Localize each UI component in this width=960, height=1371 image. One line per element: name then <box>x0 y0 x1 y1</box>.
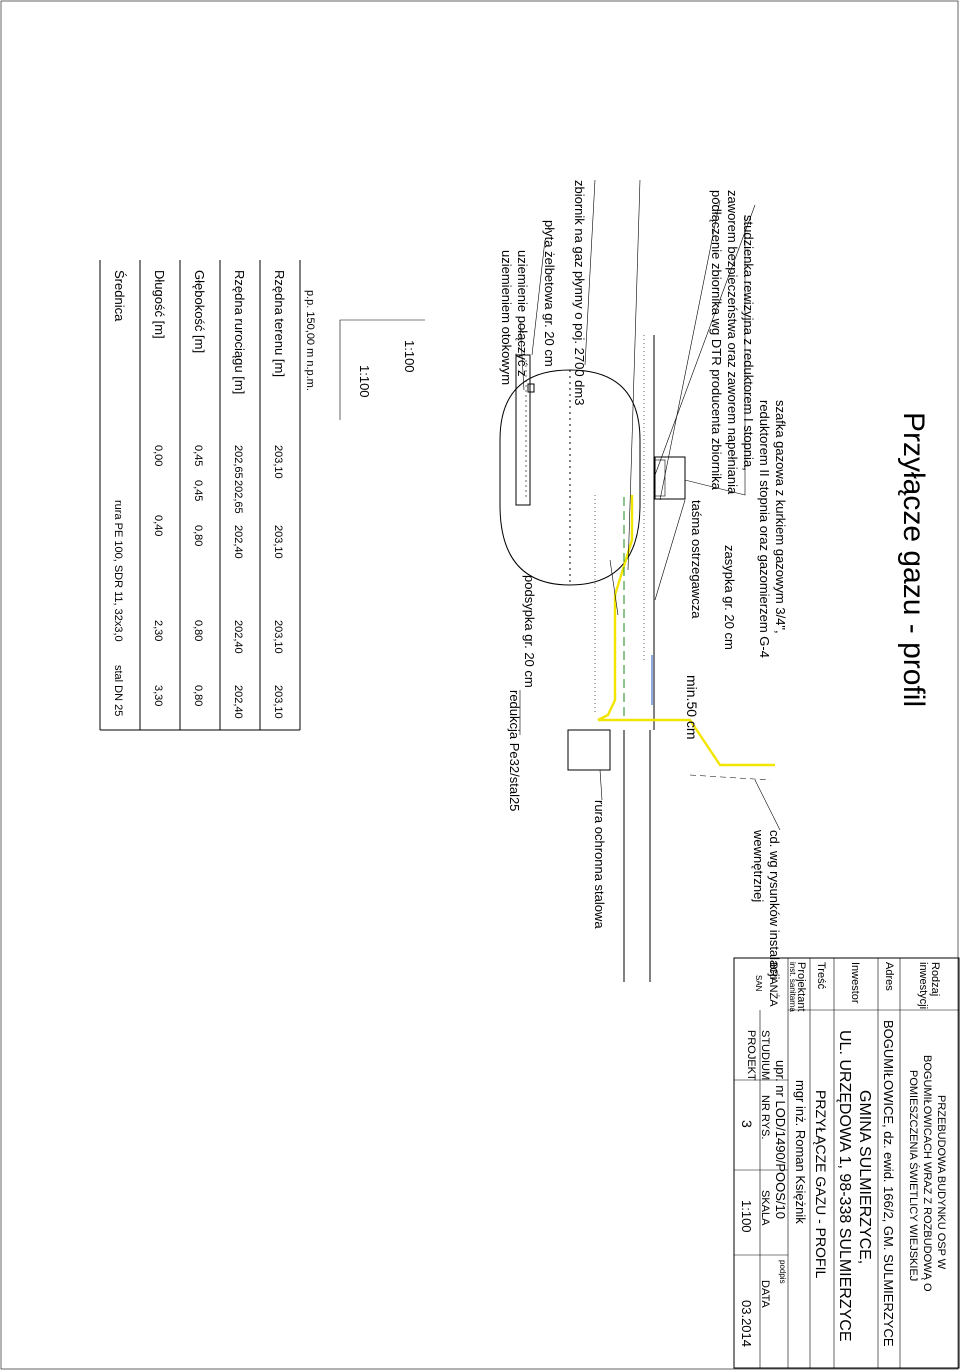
tb-rodzaj-1: PRZEBUDOWA BUDYNKU OSP W <box>935 1095 947 1270</box>
label-szafka: szafka gazowa z kurkiem gazowym 3/4", <box>773 400 788 634</box>
cell-teren-4: 203,10 <box>272 685 284 719</box>
tb-tresc-label: Treść <box>815 962 827 990</box>
cell-teren-1: 203,10 <box>272 445 284 479</box>
tb-nr: 3 <box>739 1120 755 1128</box>
tb-rodzaj-2: BOGUMIŁOWICACH WRAZ Z ROZBUDOWĄ O <box>921 1055 933 1292</box>
profile-drawing: Przyłącze gazu - profil min.50 cm <box>99 179 930 982</box>
cell-rurociag-2: 202,65 <box>232 480 244 514</box>
min50-label: min.50 cm <box>684 675 700 740</box>
tb-projektant-label: Projektant <box>795 962 807 1012</box>
tb-skala-label: SKALA <box>759 1190 771 1226</box>
cell-teren-2: 203,10 <box>272 525 284 559</box>
tb-nr-label: NR RYS. <box>759 1095 771 1139</box>
row-label-rurociag: Rzędna rurociągu [m] <box>232 270 247 394</box>
tb-inwestor-2: UL. URZĘDOWA 1, 98-338 SULMIERZYCE <box>836 1030 853 1342</box>
label-podlaczenie: podłączenie zbiornika wg DTR producenta … <box>709 190 724 491</box>
cell-glebokosc-5: 0,80 <box>192 685 204 706</box>
leader-zbiornik <box>584 179 596 366</box>
scale-bracket <box>339 319 425 420</box>
leader-zawor <box>659 199 721 501</box>
tb-studium-label: STUDIUM <box>759 1030 771 1080</box>
label-uziemienie-2: uziemieniem otokowym <box>499 250 514 385</box>
tb-rodzaj-label-2: inwestycji <box>917 962 929 1009</box>
leader-plyta <box>531 239 546 356</box>
cell-dlugosc-3: 2,30 <box>152 620 164 641</box>
row-label-srednica: Średnica <box>112 270 127 322</box>
cell-rurociag-4: 202,40 <box>232 620 244 654</box>
label-redukcja: redukcja Pe32/stal25 <box>507 690 522 811</box>
cell-rurociag-5: 202,40 <box>232 685 244 719</box>
row-label-glebokosc: Głębokość [m] <box>192 270 207 353</box>
title-block: Rodzaj inwestycji PRZEBUDOWA BUDYNKU OSP… <box>733 957 960 1369</box>
label-zbiornik: zbiornik na gaz płynny o poj. 2700 dm3 <box>572 180 587 405</box>
leader-szafka <box>684 215 746 496</box>
tb-podpis: podpis <box>778 1260 787 1284</box>
row-label-dlugosc: Długość [m] <box>152 270 167 339</box>
label-uziemienie: uziemienie połączyć z <box>515 250 530 376</box>
drawing-title: Przyłącze gazu - profil <box>897 412 930 707</box>
profile-table: Rzędna terenu [m] Rzędna rurociągu [m] G… <box>99 260 301 731</box>
building-outline <box>689 774 771 781</box>
leader-studzienka <box>654 204 756 476</box>
tb-branza-label: BRANŻA <box>767 962 780 1007</box>
leader-rura-ochronna <box>599 769 603 801</box>
leader-podlaczenie <box>627 179 641 571</box>
cell-glebokosc-3: 0,80 <box>192 525 204 546</box>
tb-skala: 1:100 <box>739 1200 754 1233</box>
scale-vertical: 1:100 <box>357 365 372 398</box>
tb-rodzaj-3: POMIESZCZENIA ŚWIETLICY WIEJSKIEJ <box>907 1070 920 1281</box>
tb-inwestor-label: Inwestor <box>849 962 861 1004</box>
cell-srednica-2: stal DN 25 <box>112 665 124 716</box>
label-cd: cd. wg rysunków instalacji <box>767 830 782 980</box>
label-plyta: płyta żelbetowa gr. 20 cm <box>542 220 557 367</box>
label-zawor: zaworem bezpieczeństwa oraz zaworem nape… <box>725 190 740 495</box>
gas-tank <box>499 369 641 586</box>
cell-glebokosc-2: 0,45 <box>192 480 204 501</box>
leader-uziemienie <box>519 321 525 391</box>
cell-teren-3: 203,10 <box>272 620 284 654</box>
label-studzienka: studzienka rewizyjna z reduktorem I stop… <box>741 215 756 471</box>
label-szafka-2: reduktorem II stopnia oraz gazomierzem G… <box>757 400 772 658</box>
cell-glebokosc-4: 0,80 <box>192 620 204 641</box>
label-zasypka: zasypka gr. 20 cm <box>722 545 737 650</box>
cell-dlugosc-1: 0,00 <box>152 445 164 466</box>
cell-dlugosc-2: 0,40 <box>152 515 164 536</box>
row-label-teren: Rzędna terenu [m] <box>272 270 287 377</box>
tb-data: 03.2014 <box>739 1300 754 1347</box>
gas-pipe <box>597 495 775 767</box>
label-podsypka: podsypka gr. 20 cm <box>522 575 537 688</box>
tb-rodzaj-label: Rodzaj <box>929 962 941 996</box>
concrete-slab <box>515 354 531 506</box>
gas-cabinet-lid <box>654 459 666 497</box>
leader-tasma <box>654 499 686 601</box>
reference-level: p.p. 150,00 m n.p.m. <box>304 290 316 391</box>
wall-block <box>567 729 611 771</box>
tb-projekt-label: PROJEKT <box>745 1030 757 1081</box>
label-rura-ochronna: rura ochronna stalowa <box>592 800 607 929</box>
leader-cd <box>754 779 781 831</box>
tb-inst-label: inst. sanitarna <box>788 962 797 1012</box>
tb-adres-label: Adres <box>883 962 895 991</box>
tb-uprawnienia: upr. nr LOD/1490/POOS/10 <box>773 1060 788 1219</box>
label-cd-2: wewnętrznej <box>751 829 766 902</box>
tb-inwestor-1: GMINA SULMIERZYCE, <box>856 1090 873 1264</box>
tb-projektant: mgr inż. Roman Księżnik <box>793 1080 808 1224</box>
leader-podsypka <box>609 559 619 616</box>
label-tasma: taśma ostrzegawcza <box>689 500 704 619</box>
cell-srednica-1: rura PE 100, SDR 11, 32x3,0 <box>112 500 124 642</box>
grounding-clamp <box>527 383 535 393</box>
cell-dlugosc-4: 3,30 <box>152 685 164 706</box>
tb-adres: BOGUMIŁOWICE, dz. ewid. 166/2, GM. SULMI… <box>881 1020 896 1347</box>
scale-horizontal: 1:100 <box>402 340 417 373</box>
cell-glebokosc-1: 0,45 <box>192 445 204 466</box>
tb-branza: SAN <box>754 975 763 992</box>
tb-tresc: PRZYŁĄCZE GAZU - PROFIL <box>813 1090 829 1278</box>
tb-data-label: DATA <box>759 1280 771 1308</box>
cell-rurociag-1: 202,65 <box>232 445 244 479</box>
cell-rurociag-3: 202,40 <box>232 525 244 559</box>
